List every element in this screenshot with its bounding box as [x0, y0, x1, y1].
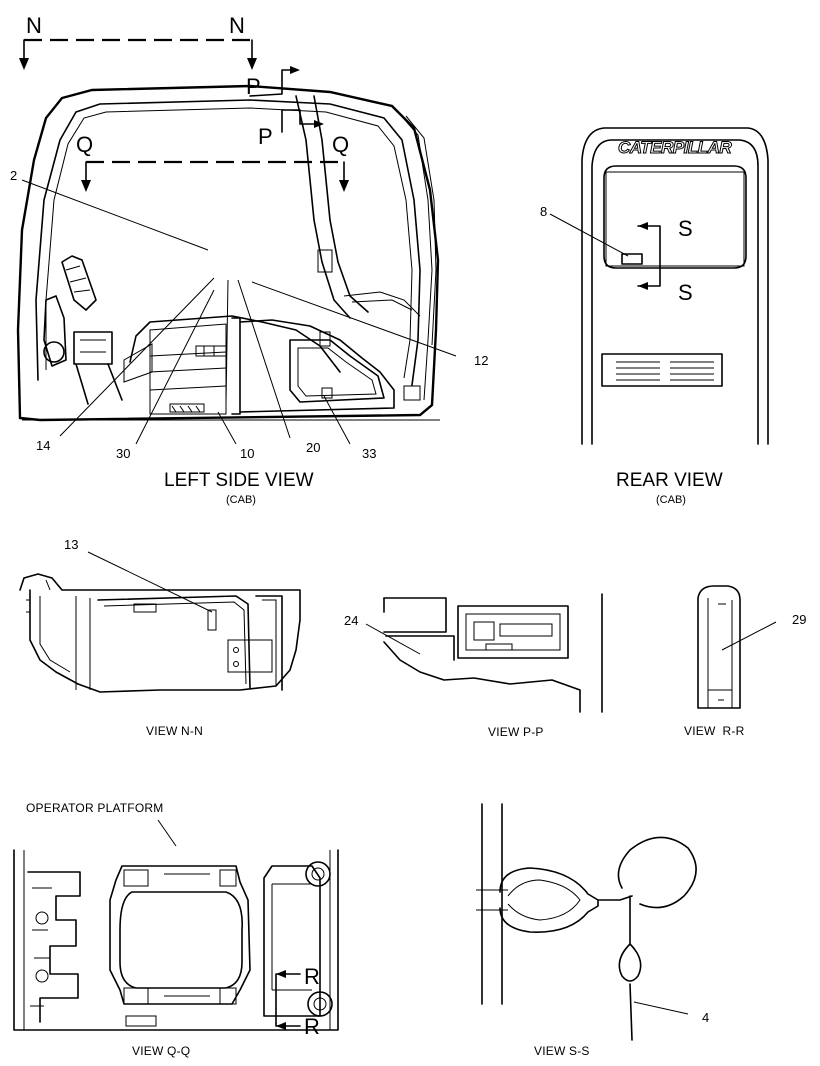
callout-4: 4 — [702, 1010, 710, 1025]
view-pp-drawing — [365, 593, 603, 713]
section-letter-r-bottom: R — [304, 1014, 320, 1039]
callout-20: 20 — [306, 440, 321, 455]
view-qq-drawing — [13, 819, 339, 1031]
rear-view-subtitle: (CAB) — [656, 494, 686, 506]
rear-view-drawing — [549, 127, 769, 445]
callout-2: 2 — [10, 168, 18, 183]
callout-30: 30 — [116, 446, 131, 461]
view-nn-caption: VIEW N-N — [146, 724, 203, 738]
callout-13: 13 — [64, 537, 79, 552]
view-ss-drawing — [476, 803, 697, 1041]
section-letter-p-bottom: P — [258, 124, 273, 149]
view-pp-caption: VIEW P-P — [488, 725, 544, 739]
section-letter-p-top: P — [246, 74, 261, 99]
left-side-view-drawing — [16, 38, 457, 445]
operator-platform-label: OPERATOR PLATFORM — [26, 801, 164, 815]
callout-12: 12 — [474, 353, 489, 368]
callout-33: 33 — [362, 446, 377, 461]
section-letter-q-left: Q — [76, 132, 94, 157]
view-rr-drawing — [697, 585, 777, 709]
caterpillar-logo: CATERPILLAR — [617, 138, 732, 158]
callout-10: 10 — [240, 446, 255, 461]
section-letter-r-top: R — [304, 964, 320, 989]
callout-24: 24 — [344, 613, 359, 628]
callout-29: 29 — [792, 612, 807, 627]
callout-8: 8 — [540, 204, 548, 219]
view-nn-drawing — [19, 551, 301, 693]
left-side-view-title: LEFT SIDE VIEW — [164, 470, 314, 491]
view-rr-caption: VIEW R-R — [684, 724, 745, 738]
section-letter-n-left: N — [26, 13, 42, 38]
view-qq-caption: VIEW Q-Q — [132, 1044, 191, 1058]
section-letter-n-right: N — [229, 13, 245, 38]
section-letter-q-right: Q — [332, 132, 350, 157]
callout-14: 14 — [36, 438, 51, 453]
rear-view-title: REAR VIEW — [616, 470, 723, 491]
left-side-view-subtitle: (CAB) — [226, 494, 256, 506]
section-letter-s-bottom: S — [678, 280, 693, 305]
section-letter-s-top: S — [678, 216, 693, 241]
view-ss-caption: VIEW S-S — [534, 1044, 590, 1058]
